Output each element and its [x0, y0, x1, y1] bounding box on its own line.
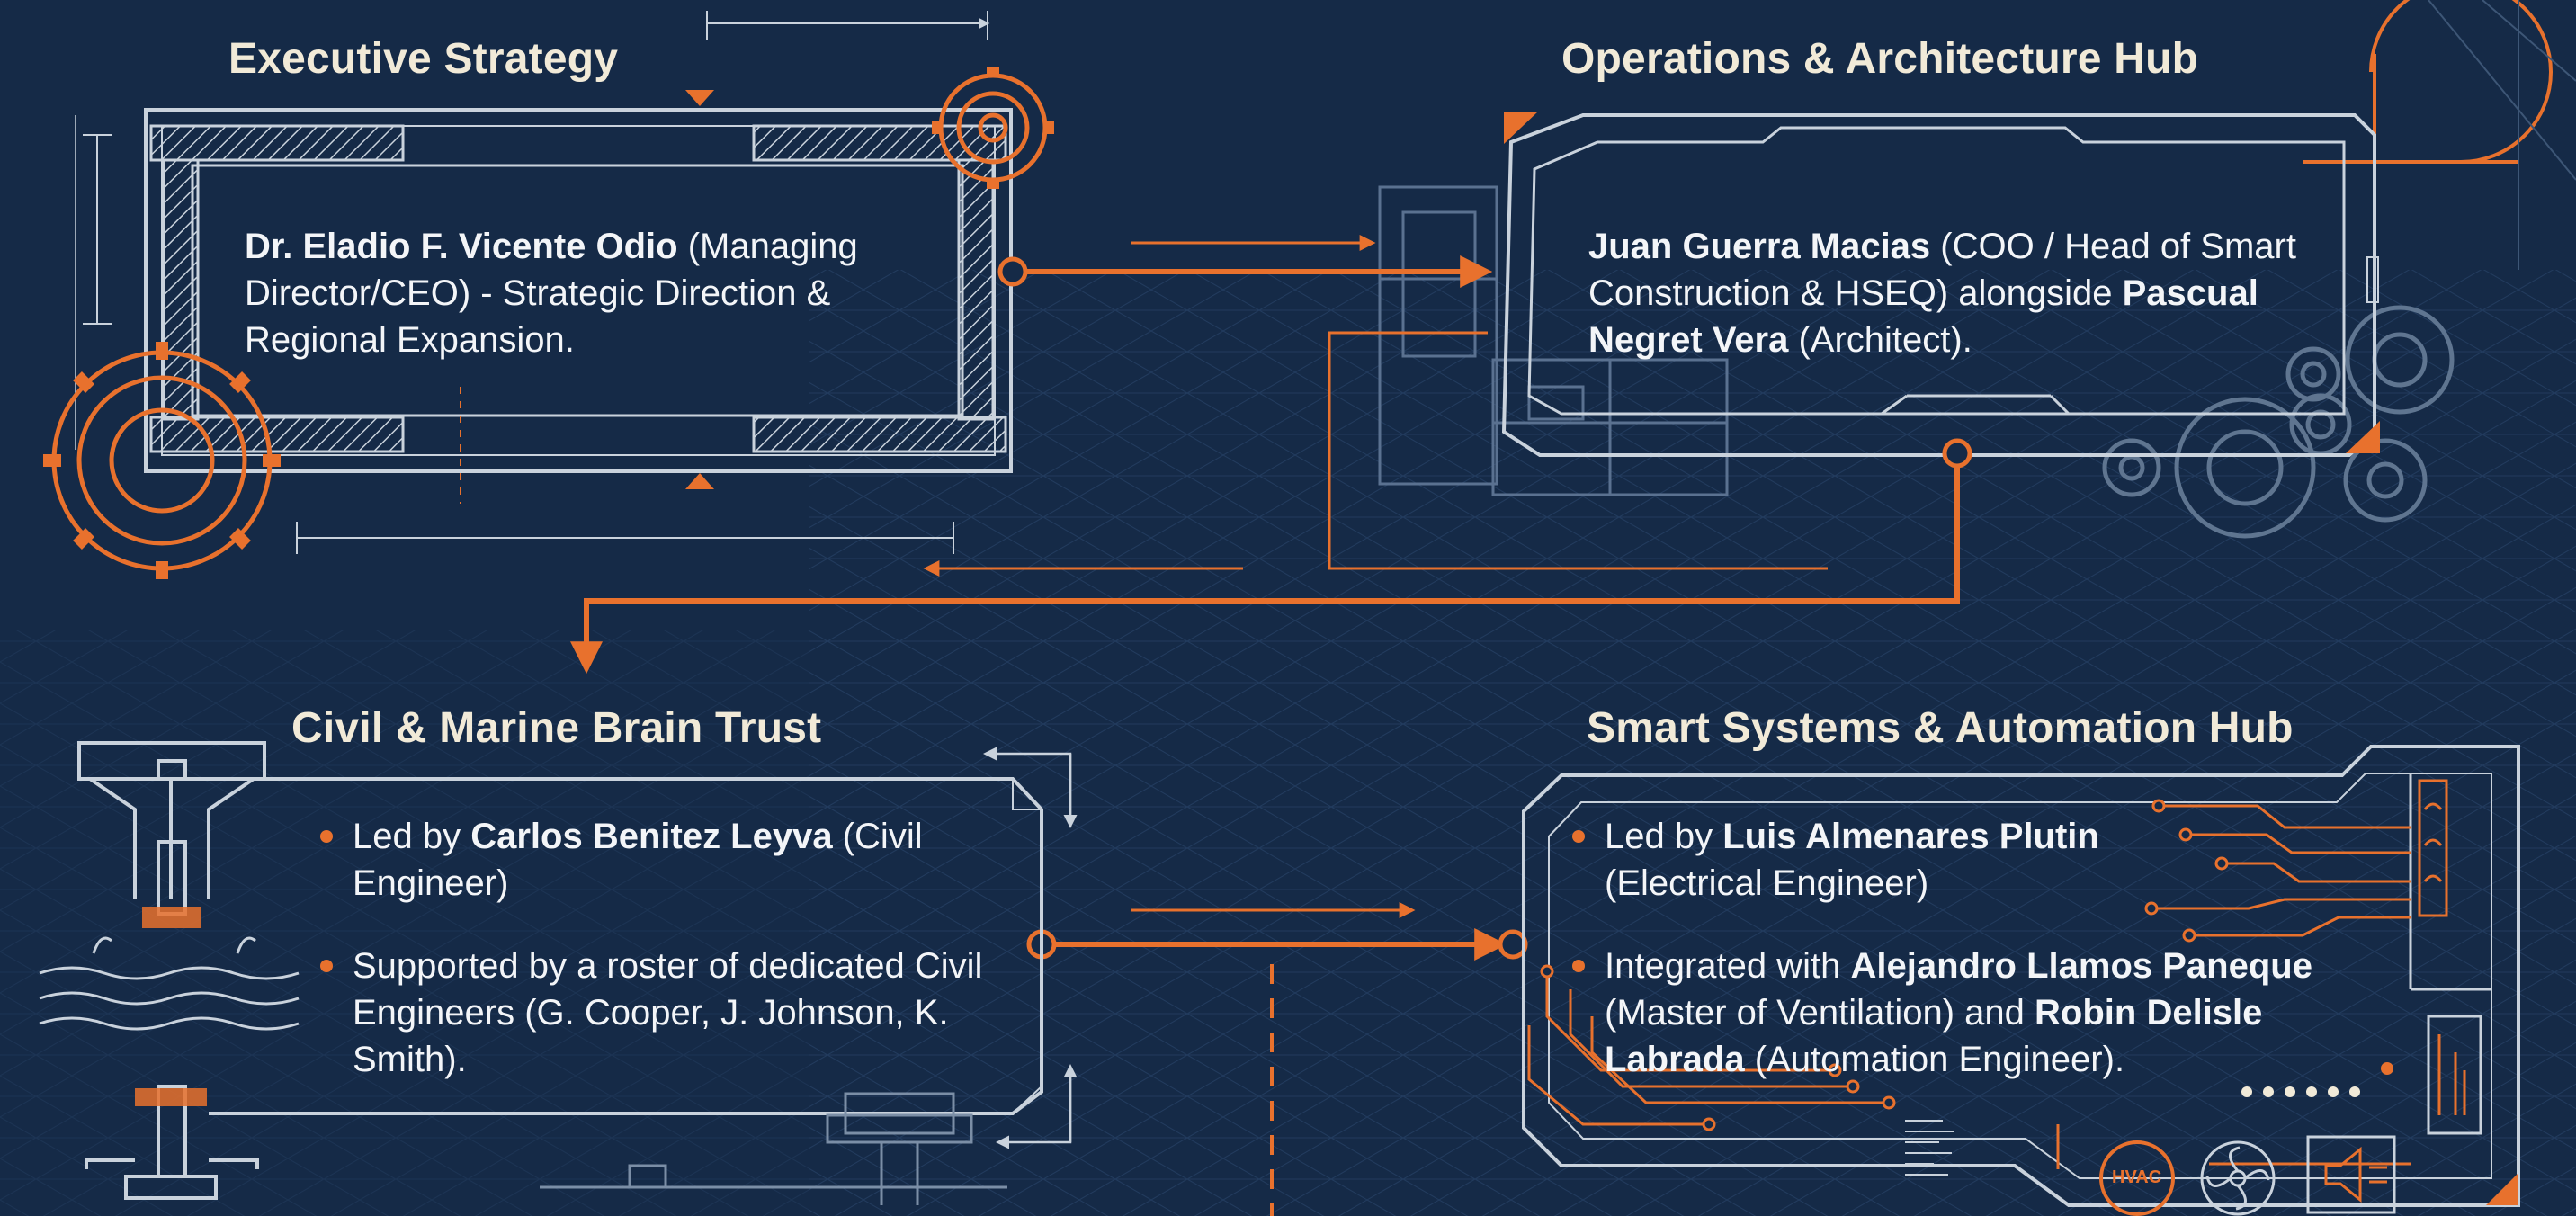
- smart-lead-pre: Led by: [1605, 817, 1723, 856]
- smart-int-name1: Alejandro Llamos Paneque: [1850, 946, 2312, 986]
- circuit-nodes: [1540, 799, 2229, 1131]
- executive-name: Dr. Eladio F. Vicente Odio: [245, 227, 678, 266]
- operations-title: Operations & Architecture Hub: [1561, 35, 2199, 83]
- operations-name-architect: Pascual Negret Vera: [1588, 273, 2258, 360]
- smart-int-pre: Integrated with: [1605, 946, 1851, 986]
- civil-bullet-support: Supported by a roster of dedicated Civil…: [320, 943, 1000, 1083]
- hvac-label: HVAC: [2112, 1167, 2162, 1187]
- dot-row: [2241, 1086, 2360, 1097]
- speaker-icon: [2306, 1135, 2396, 1214]
- marker-triangle-bottom: [685, 473, 714, 489]
- civil-lead-name: Carlos Benitez Leyva: [470, 817, 833, 856]
- text-lines: [1905, 1120, 1954, 1176]
- smart-title: Smart Systems & Automation Hub: [1587, 704, 2294, 752]
- corner-lines: [2428, 0, 2576, 270]
- civil-arrows: [983, 747, 1078, 1149]
- connector-node: [1498, 929, 1528, 960]
- connector-node: [997, 256, 1028, 287]
- operations-desc-architect: (Architect).: [1788, 320, 1972, 360]
- foundation-sketch: [540, 1092, 1007, 1205]
- gear-teeth: [43, 67, 1054, 579]
- operations-body: Juan Guerra Macias (COO / Head of Smart …: [1588, 223, 2326, 363]
- ornament: [2418, 779, 2466, 1115]
- iso-grid: [809, 270, 2576, 1216]
- civil-support-text: Supported by a roster of dedicated Civil…: [353, 946, 983, 1079]
- iso-grid-left: [0, 630, 809, 1216]
- smart-lead-post: (Electrical Engineer): [1605, 863, 1929, 903]
- smart-corner: [2486, 1173, 2518, 1205]
- marker-triangle-top: [685, 90, 714, 106]
- smart-bullet-integrated: Integrated with Alejandro Llamos Paneque…: [1572, 943, 2396, 1083]
- civil-bullet-lead: Led by Carlos Benitez Leyva (Civil Engin…: [320, 813, 1000, 907]
- hvac-icon: [2099, 1140, 2175, 1216]
- fan-icon: [2200, 1140, 2276, 1216]
- bullet-dot: [1572, 830, 1585, 843]
- bullet-dot: [320, 960, 333, 972]
- connector-ops-to-civil: [570, 453, 1960, 675]
- circuit-icon: [1527, 804, 2411, 1126]
- water-waves: [39, 936, 300, 1031]
- executive-body: Dr. Eladio F. Vicente Odio (Managing Dir…: [245, 223, 946, 363]
- smart-int-name2: Robin Delisle Labrada: [1605, 993, 2263, 1079]
- executive-desc: (Managing Director/CEO) - Strategic Dire…: [245, 227, 858, 360]
- pier-icon: [77, 741, 266, 1200]
- connector-node: [1942, 438, 1972, 469]
- pier-band: [142, 907, 201, 928]
- operations-name-coo: Juan Guerra Macias: [1588, 227, 1931, 266]
- operations-desc-coo: (COO / Head of Smart Construction & HSEQ…: [1588, 227, 2296, 313]
- bullet-dot: [1572, 960, 1585, 972]
- civil-title: Civil & Marine Brain Trust: [291, 704, 822, 752]
- civil-frame: [209, 777, 1043, 1115]
- bullet-dot: [320, 830, 333, 843]
- civil-lead-pre: Led by: [353, 817, 471, 856]
- executive-hatch: [149, 124, 1007, 453]
- smart-lead-name: Luis Almenares Plutin: [1722, 817, 2099, 856]
- operations-corner-tl: [1504, 112, 1538, 144]
- operations-corner-br: [2346, 421, 2380, 453]
- executive-title: Executive Strategy: [228, 35, 619, 83]
- smart-int-mid: (Master of Ventilation) and: [1605, 993, 2035, 1033]
- smart-bullet-lead: Led by Luis Almenares Plutin (Electrical…: [1572, 813, 2180, 907]
- smart-int-post: (Automation Engineer).: [1744, 1040, 2125, 1079]
- civil-lead-post: (Civil Engineer): [353, 817, 923, 903]
